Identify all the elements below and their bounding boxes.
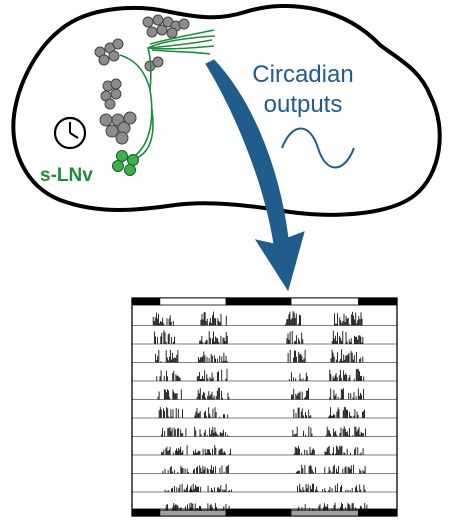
actogram-activity-trace [164, 483, 366, 492]
bar-segment-dark [358, 508, 398, 517]
actogram-activity-trace [157, 387, 365, 400]
actogram-activity-trace [155, 349, 364, 363]
circadian-label-line2: outputs [263, 91, 343, 118]
actogram-activity-trace [156, 368, 365, 381]
light-dark-bar-top [131, 297, 398, 306]
actogram-activity-trace [153, 330, 364, 344]
actogram-activity-trace [161, 426, 366, 437]
actogram-activity-trace [162, 464, 366, 474]
actogram-frame [131, 297, 398, 517]
sine-wave-icon [281, 127, 355, 169]
gray-cell-cluster [94, 14, 190, 145]
actogram-activity-trace [152, 311, 363, 326]
actogram-activity-trace [164, 502, 368, 511]
bar-segment-dark [225, 297, 292, 306]
circadian-label-line1: Circadian [252, 61, 354, 88]
curved-arrow-icon [205, 59, 305, 292]
actogram [131, 297, 398, 517]
actogram-activity-trace [158, 406, 365, 418]
bar-segment-dark [131, 297, 161, 306]
bar-segment-dark [225, 508, 292, 517]
actogram-activity-trace [161, 445, 364, 455]
bar-segment-dark [131, 508, 161, 517]
slnv-cell-bodies [112, 150, 139, 176]
bar-segment-dark [358, 297, 398, 306]
bar-segment-light [290, 297, 359, 306]
slnv-label: s-LNv [40, 165, 93, 186]
circadian-outputs-label: Circadian outputs [228, 60, 378, 120]
clock-icon [53, 116, 87, 150]
bar-segment-light [159, 297, 227, 306]
light-dark-bar-bottom [131, 508, 398, 517]
slnv-projection [119, 29, 216, 161]
